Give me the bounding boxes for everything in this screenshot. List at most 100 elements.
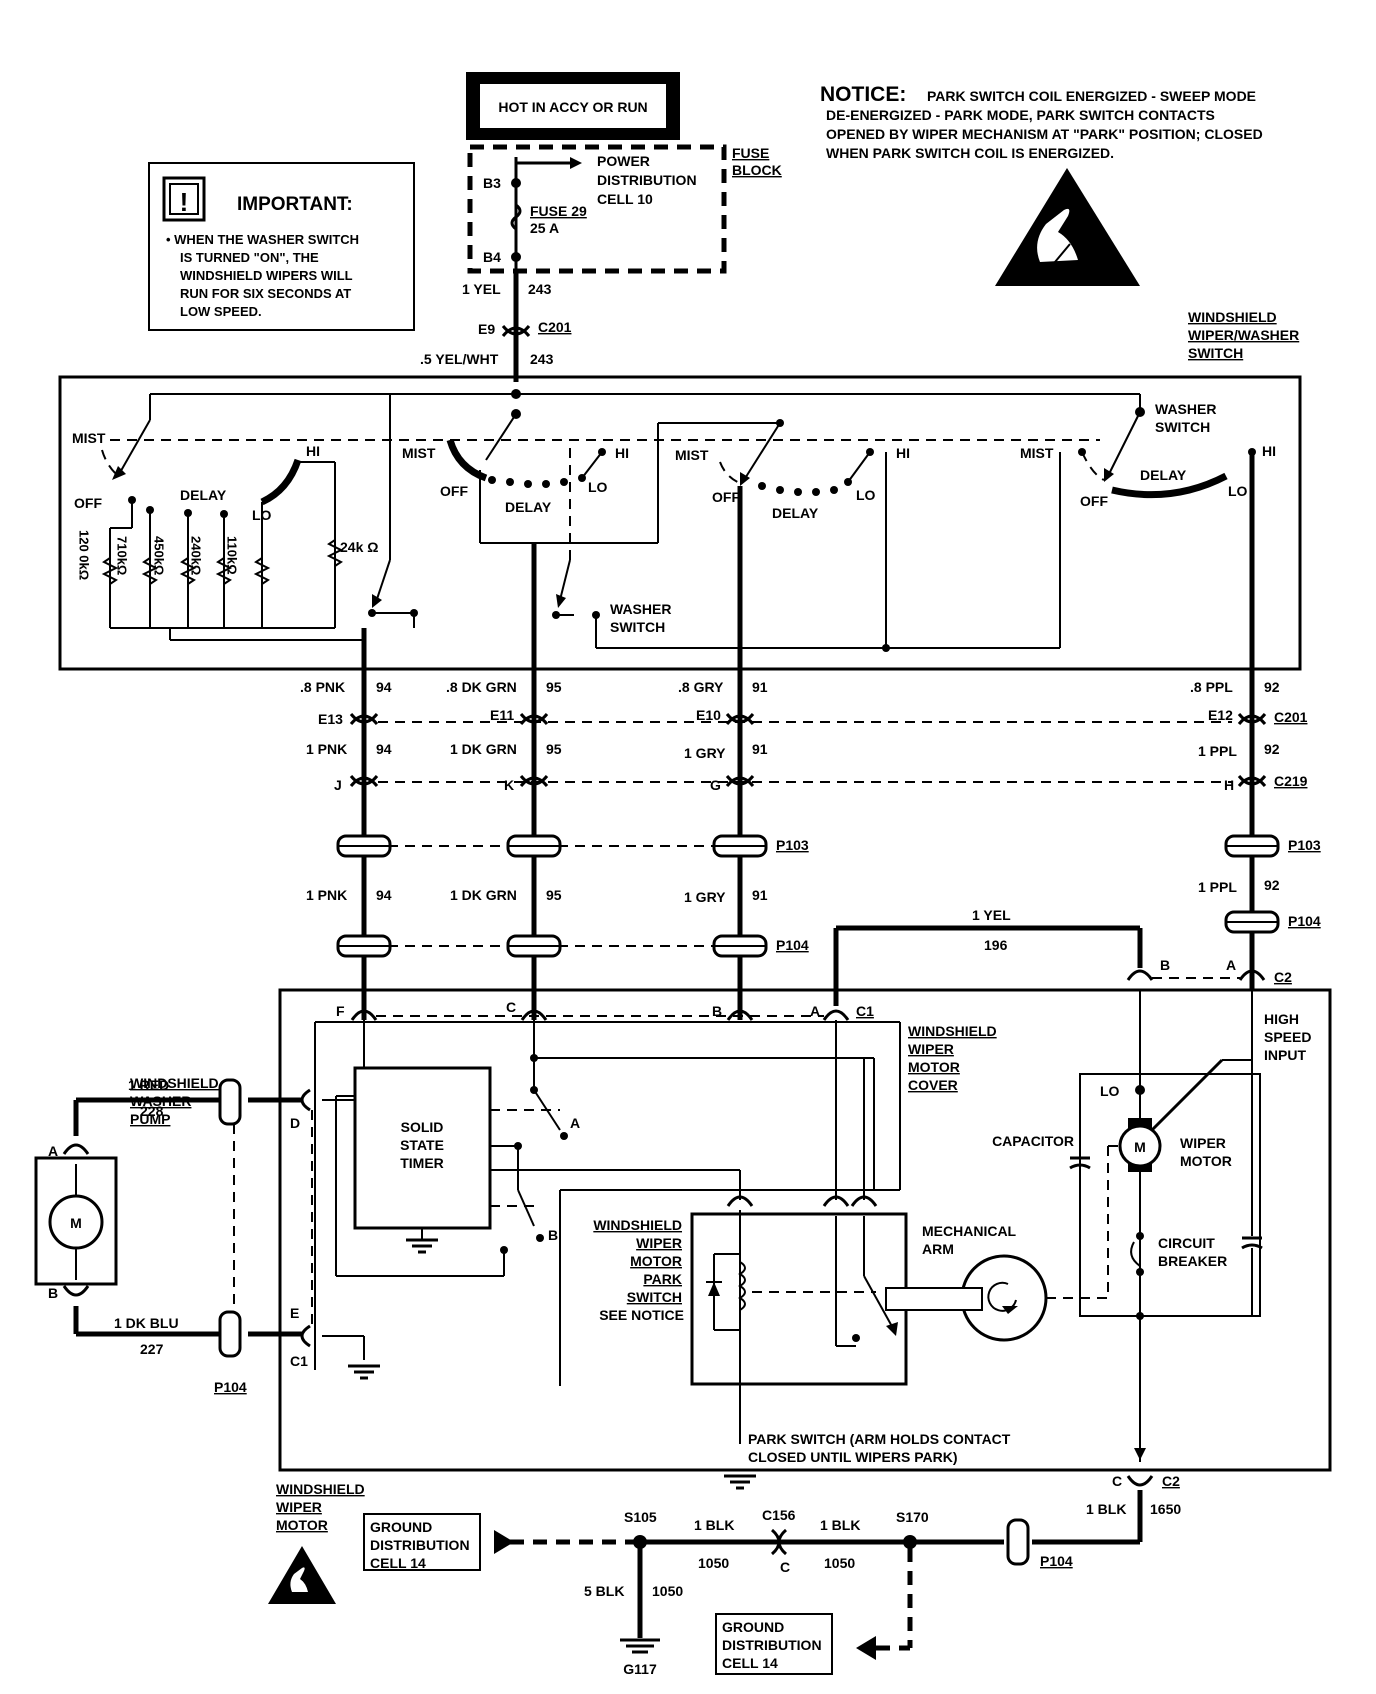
cover-label-1: WINDSHIELD	[908, 1023, 997, 1039]
pump-pin-a: A	[48, 1143, 58, 1159]
timer-contact-a: A	[570, 1115, 580, 1131]
pump-blu-num: 227	[140, 1341, 164, 1357]
c91-gauge-1: .8 GRY	[678, 679, 724, 695]
ground-blk-gauge-1: 1 BLK	[694, 1517, 734, 1533]
fuse-pin-b4: B4	[483, 249, 501, 265]
notice-title: NOTICE:	[820, 83, 906, 106]
ground-motor-label-1: WINDSHIELD	[276, 1481, 365, 1497]
c94-pin-e13: E13	[318, 711, 343, 727]
c92-num-1: 92	[1264, 679, 1280, 695]
c2-pin-b: B	[1160, 957, 1170, 973]
c91-num-1: 91	[752, 679, 768, 695]
c95-pin-k: K	[504, 777, 514, 793]
pump-pin-c1: C1	[290, 1353, 308, 1369]
notice-line-4: WHEN PARK SWITCH COIL IS ENERGIZED.	[826, 145, 1114, 161]
power-dist-line-2: DISTRIBUTION	[597, 172, 697, 188]
capacitor-label: CAPACITOR	[992, 1133, 1074, 1149]
timer-ground-icon	[406, 1228, 438, 1254]
breaker-label-2: BREAKER	[1158, 1253, 1227, 1269]
pump-pin-d: D	[290, 1115, 300, 1131]
ground-blk-num-2: 1050	[824, 1555, 855, 1571]
switch1-off: OFF	[74, 495, 102, 511]
switch3-delay-dots	[758, 478, 852, 496]
park-switch-connectors	[726, 1195, 878, 1207]
pump-label-3: PUMP	[130, 1111, 170, 1127]
power-arrow-icon	[570, 157, 582, 169]
delay-resistor-ladder	[101, 500, 344, 629]
c156-label: C156	[762, 1507, 796, 1523]
c95-num-1: 95	[546, 679, 562, 695]
splice-s105-label: S105	[624, 1509, 657, 1525]
fuse-block-label-2: BLOCK	[732, 162, 782, 178]
circuit-breaker-icon	[1130, 1241, 1141, 1267]
connector-c201-top: C201	[538, 319, 572, 335]
switch1-mist: MIST	[72, 430, 106, 446]
diode-icon	[708, 1282, 720, 1296]
c92-gauge-3: 1 PPL	[1198, 879, 1237, 895]
ground-5blk-gauge: 5 BLK	[584, 1583, 624, 1599]
wiper-washer-switch-box	[58, 375, 1302, 671]
c94-num-3: 94	[376, 887, 392, 903]
switch2-hi: HI	[615, 445, 629, 461]
high-speed-2: SPEED	[1264, 1029, 1311, 1045]
p103-label-1: P103	[776, 837, 809, 853]
important-line-1: • WHEN THE WASHER SWITCH	[166, 232, 359, 247]
ground-dist-arrow-2	[856, 1636, 876, 1660]
important-icon: !	[180, 187, 189, 217]
c156-pin-c: C	[780, 1559, 790, 1575]
connector-c219: C219	[1274, 773, 1308, 789]
c201-connectors	[349, 713, 1267, 725]
p104-label-1: P104	[776, 937, 809, 953]
c92-pin-h: H	[1224, 777, 1234, 793]
park-label-5: SWITCH	[627, 1289, 682, 1305]
fuse-name: FUSE 29	[530, 203, 587, 219]
ground-1650-num: 1650	[1150, 1501, 1181, 1517]
switch-label-1: WINDSHIELD	[1188, 309, 1277, 325]
c1-pin-f: F	[336, 1003, 345, 1019]
c94-gauge-3: 1 PNK	[306, 887, 347, 903]
switch4-hi: HI	[1262, 443, 1276, 459]
fuse-block-label-1: FUSE	[732, 145, 769, 161]
park-note-1: PARK SWITCH (ARM HOLDS CONTACT	[748, 1431, 1011, 1447]
resistor-label-5: 110kΩ	[225, 536, 240, 575]
switch2-off: OFF	[440, 483, 468, 499]
fuse-amp: 25 A	[530, 220, 559, 236]
power-dist-line-3: CELL 10	[597, 191, 653, 207]
resistor-label-1: 120 0kΩ	[77, 530, 92, 580]
cover-label-3: MOTOR	[908, 1059, 960, 1075]
high-speed-3: INPUT	[1264, 1047, 1306, 1063]
ground-dist-2-line-3: CELL 14	[722, 1655, 778, 1671]
p103-label-2: P103	[1288, 837, 1321, 853]
c2-pin-a: A	[1226, 957, 1236, 973]
pump-pin-e: E	[290, 1305, 299, 1321]
ground-1650-gauge: 1 BLK	[1086, 1501, 1126, 1517]
notice-line-3: OPENED BY WIPER MECHANISM AT "PARK" POSI…	[826, 126, 1263, 142]
switch3-delay: DELAY	[772, 505, 819, 521]
motor-feed-num: 196	[984, 937, 1008, 953]
c2-pin-a-connector	[1238, 969, 1266, 981]
c92-pin-e12: E12	[1208, 707, 1233, 723]
c91-gauge-3: 1 GRY	[684, 889, 726, 905]
c92-gauge-2: 1 PPL	[1198, 743, 1237, 759]
wiper-motor-box	[278, 988, 1332, 1472]
ground-g117-icon	[620, 1638, 660, 1654]
park-label-3: MOTOR	[630, 1253, 682, 1269]
switch2-delay-dots	[488, 474, 586, 488]
pump-label-1: WINDSHIELD	[130, 1075, 219, 1091]
esd-small-warning-icon	[268, 1546, 336, 1604]
ground-c2-label: C2	[1162, 1473, 1180, 1489]
pump-red-gauge: 1 RED	[128, 1077, 169, 1093]
wire-yelwht-num: 243	[530, 351, 554, 367]
resistor-label-4: 240kΩ	[189, 536, 204, 575]
pump-red-num: 228	[140, 1103, 164, 1119]
mech-arm-label-2: ARM	[922, 1241, 954, 1257]
ground-dist-1-line-1: GROUND	[370, 1519, 432, 1535]
wiper-motor-label-2: MOTOR	[1180, 1153, 1232, 1169]
switch3-lo: LO	[856, 487, 876, 503]
pump-ground-icon	[348, 1364, 380, 1380]
c1-pin-a: A	[810, 1003, 820, 1019]
switch-label-2: WIPER/WASHER	[1188, 327, 1299, 343]
c95-pin-e11: E11	[490, 707, 514, 723]
ground-motor-label-2: WIPER	[276, 1499, 322, 1515]
c94-num-1: 94	[376, 679, 392, 695]
